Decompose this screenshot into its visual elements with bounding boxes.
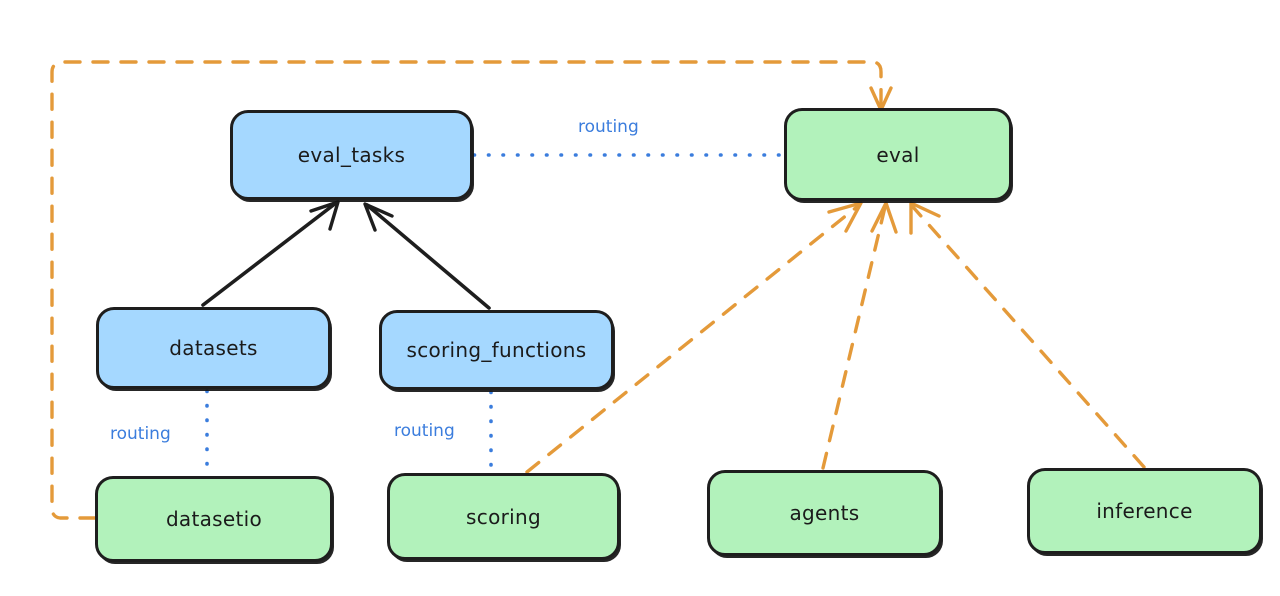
node-eval-tasks[interactable]: eval_tasks [230,110,473,200]
edge-label-routing-eval-tasks-eval: routing [578,117,639,137]
node-label: eval [876,142,920,167]
edge-inference-to-eval [909,201,1146,469]
node-scoring-functions[interactable]: scoring_functions [379,310,614,390]
node-datasets[interactable]: datasets [96,307,331,389]
node-label: agents [789,501,860,525]
node-agents[interactable]: agents [707,470,942,556]
edge-label-routing-scoring-functions-scoring: routing [394,421,455,441]
node-label: datasets [169,336,258,360]
node-label: scoring_functions [406,338,587,362]
node-datasetio[interactable]: datasetio [95,476,333,562]
edge-label-routing-datasets-datasetio: routing [110,424,171,444]
edge-agents-to-eval [821,201,898,470]
edge-datasets-to-eval_tasks [201,200,340,307]
node-label: scoring [466,504,541,529]
node-scoring[interactable]: scoring [387,473,620,560]
node-label: eval_tasks [297,143,406,167]
node-inference[interactable]: inference [1027,468,1262,554]
node-eval[interactable]: eval [784,108,1012,201]
node-label: inference [1096,499,1193,523]
edge-scoring_functions-to-eval_tasks [363,202,491,310]
node-label: datasetio [165,507,263,531]
